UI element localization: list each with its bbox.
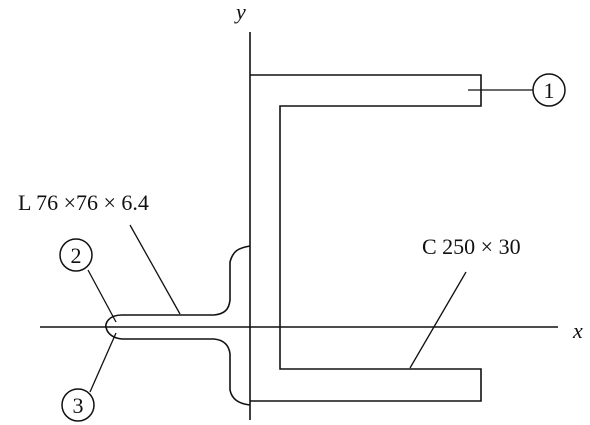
channel-section [250, 74, 482, 402]
marker-3: 3 [61, 388, 95, 422]
channel-leader-line [409, 271, 467, 369]
marker-2-leader [87, 269, 117, 323]
marker-1-circle [532, 73, 566, 107]
angle-section-label: L 76 ×76 × 6.4 [18, 190, 149, 215]
marker-2: 2 [59, 238, 93, 272]
marker-1: 1 [532, 73, 566, 107]
channel-section-label: C 250 × 30 [422, 234, 521, 259]
marker-3-leader [89, 332, 117, 393]
marker-3-label: 3 [73, 393, 84, 418]
y-axis-label: y [234, 0, 246, 24]
marker-3-circle [61, 388, 95, 422]
angle-upper-leg [105, 245, 251, 328]
x-axis-label: x [572, 318, 583, 343]
marker-1-label: 1 [544, 78, 555, 103]
marker-2-label: 2 [71, 243, 82, 268]
angle-lower-leg [105, 326, 251, 406]
angle-leader-line [129, 224, 181, 315]
marker-2-circle [59, 238, 93, 272]
